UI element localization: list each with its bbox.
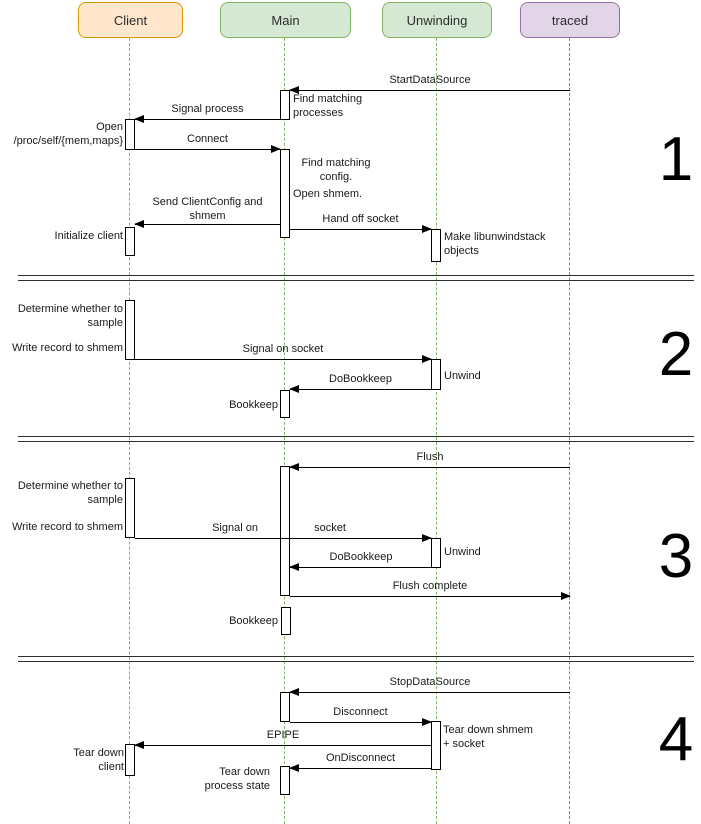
note-determine-sample-3: Determine whether to sample [17, 480, 123, 506]
message-label-do-bookkeep-2: DoBookkeep [329, 373, 392, 385]
arrowhead [134, 115, 144, 123]
arrowhead [289, 563, 299, 571]
arrowhead [422, 225, 432, 233]
activation-client-init [125, 227, 135, 256]
section-number-4: 4 [658, 705, 694, 774]
lifeline-main [284, 38, 285, 824]
lifeline-traced [569, 38, 570, 824]
lifeline-client [129, 38, 130, 824]
arrowhead [422, 718, 432, 726]
section-number-3: 3 [658, 522, 694, 591]
message-arrow-on-disconnect [289, 764, 431, 772]
message-arrow-hand-off-socket [290, 225, 432, 233]
actor-unwinding-label: Unwinding [406, 12, 468, 28]
note-bookkeep-2: Bookkeep [229, 399, 278, 411]
message-arrow-send-client-config [134, 220, 280, 228]
message-label-signal-process: Signal process [171, 103, 244, 115]
activation-main-stop [280, 692, 290, 722]
message-arrow-start-data-source [289, 86, 570, 94]
note-find-matching-processes: Find matching processes [293, 93, 363, 119]
activation-main-start [280, 90, 290, 120]
activation-client-sample-3 [125, 478, 135, 538]
message-arrow-signal-on-socket-2 [135, 355, 432, 363]
message-label-hand-off-socket: Hand off socket [322, 213, 399, 225]
note-unwind-2: Unwind [444, 370, 481, 382]
message-label-send-client-config: Send ClientConfig and shmem [152, 196, 263, 222]
message-label-socket: socket [314, 522, 346, 534]
message-label-start-data-source: StartDataSource [389, 74, 471, 86]
actor-traced-label: traced [551, 12, 589, 28]
message-label-signal-on-socket-2: Signal on socket [242, 343, 324, 355]
activation-main-bookkeep-3 [281, 607, 291, 635]
section-number-1: 1 [658, 125, 694, 194]
note-tear-down-shmem: Tear down shmem + socket [443, 724, 533, 750]
arrowhead [422, 534, 432, 542]
message-arrow-do-bookkeep-2 [289, 385, 431, 393]
message-arrow-signal-process [134, 115, 280, 123]
actor-main: Main [220, 2, 351, 38]
message-arrow-flush [289, 463, 570, 471]
activation-main-connect [280, 149, 290, 238]
message-label-epipe: EPIPE [266, 729, 300, 741]
message-label-do-bookkeep-3: DoBookkeep [329, 551, 393, 563]
note-make-libunwindstack: Make libunwindstack objects [444, 231, 546, 257]
message-label-connect: Connect [187, 133, 228, 145]
arrowhead [422, 355, 432, 363]
message-arrow-signal-on-socket-3 [135, 534, 432, 542]
message-arrow-connect [135, 145, 281, 153]
lifeline-unwinding [436, 38, 437, 824]
activation-unwinding-unwind-3 [431, 538, 441, 568]
arrowhead [134, 220, 144, 228]
activation-unwinding-setup [431, 229, 441, 262]
message-label-stop-data-source: StopDataSource [389, 676, 471, 688]
message-arrow-stop-data-source [289, 688, 570, 696]
message-label-flush: Flush [416, 451, 444, 463]
actor-client: Client [78, 2, 183, 38]
note-open-proc-self: Open /proc/self/{mem,maps} [13, 121, 123, 147]
arrowhead [289, 463, 299, 471]
note-initialize-client: Initialize client [54, 230, 123, 242]
activation-main-teardown [280, 766, 290, 795]
section-divider-1 [18, 275, 694, 281]
note-unwind-3: Unwind [444, 546, 481, 558]
message-arrow-epipe [134, 741, 431, 749]
message-label-on-disconnect: OnDisconnect [325, 752, 396, 764]
activation-main-bookkeep-2 [280, 390, 290, 418]
actor-client-label: Client [113, 12, 148, 28]
message-label-flush-complete: Flush complete [392, 580, 468, 592]
section-divider-2 [18, 436, 694, 442]
actor-unwinding: Unwinding [382, 2, 492, 38]
activation-main-flush [280, 466, 290, 596]
note-tear-down-client: Tear down client [73, 747, 124, 773]
activation-client-sample-2 [125, 300, 135, 360]
arrowhead [561, 592, 571, 600]
section-number-2: 2 [658, 320, 694, 389]
actor-main-label: Main [271, 12, 300, 28]
arrowhead [289, 764, 299, 772]
section-divider-3 [18, 656, 694, 662]
note-bookkeep-3: Bookkeep [229, 615, 278, 627]
activation-unwinding-unwind-2 [431, 359, 441, 390]
arrowhead [289, 688, 299, 696]
message-arrow-flush-complete [290, 592, 571, 600]
activation-unwinding-teardown [431, 721, 441, 770]
message-arrow-disconnect [290, 718, 432, 726]
note-open-shmem: Open shmem. [293, 188, 363, 200]
note-find-matching-config: Find matching config. [301, 157, 371, 183]
arrowhead [271, 145, 281, 153]
arrowhead [134, 741, 144, 749]
message-arrow-do-bookkeep-3 [289, 563, 432, 571]
arrowhead [289, 385, 299, 393]
note-write-record-2: Write record to shmem [11, 342, 123, 354]
activation-client-open [125, 119, 135, 150]
activation-client-teardown [125, 744, 135, 776]
note-determine-sample-2: Determine whether to sample [17, 303, 123, 329]
note-tear-down-process: Tear down process state [204, 766, 270, 792]
message-label-signal-on: Signal on [212, 522, 258, 534]
actor-traced: traced [520, 2, 620, 38]
note-write-record-3: Write record to shmem [11, 521, 123, 533]
arrowhead [289, 86, 299, 94]
message-label-disconnect: Disconnect [333, 706, 388, 718]
